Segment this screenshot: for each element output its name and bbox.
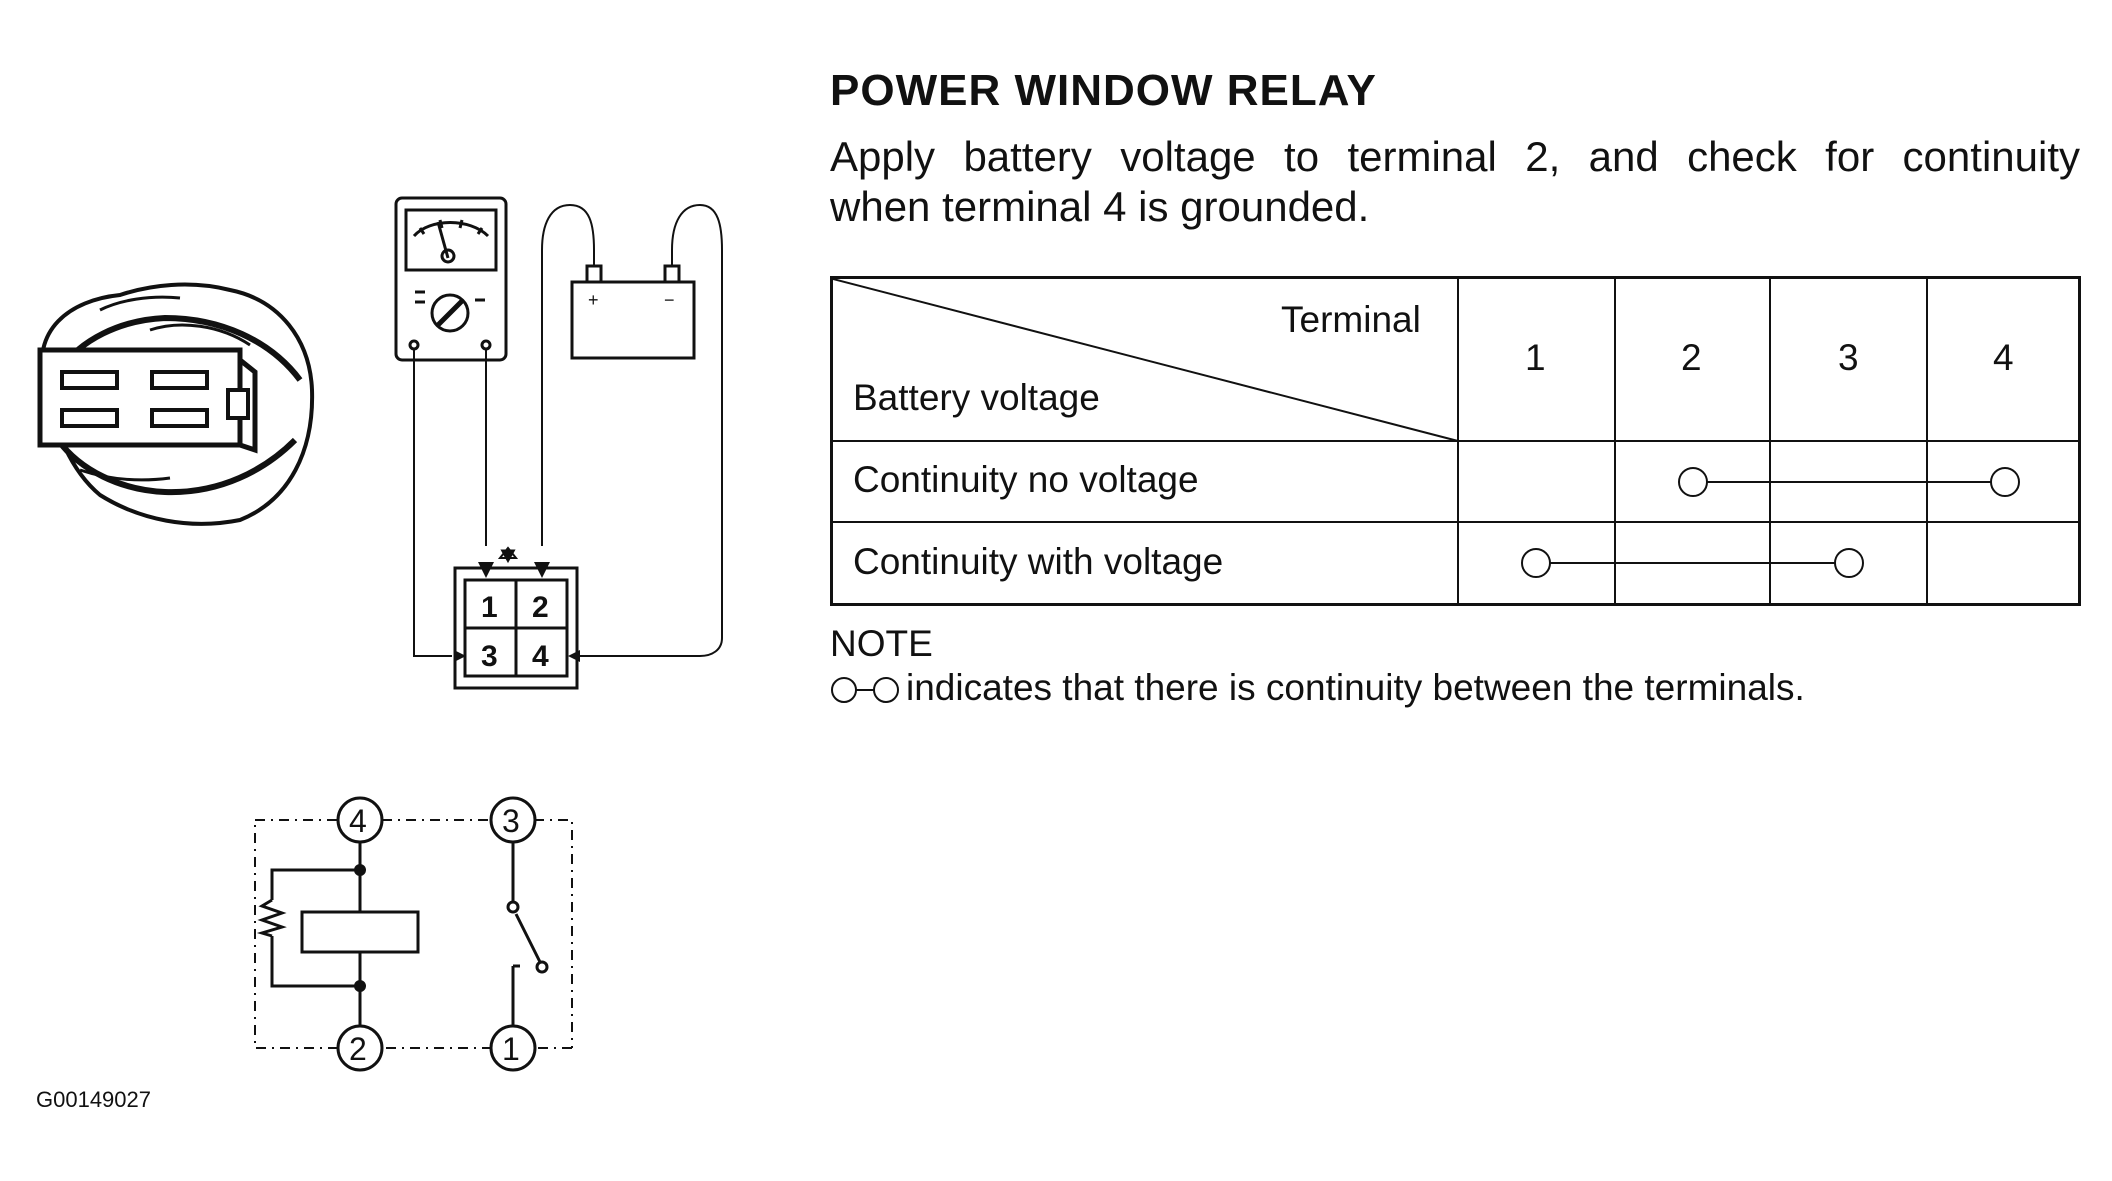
terminal-header-3: 3 [1838, 337, 1859, 378]
schematic-terminal-4: 4 [349, 803, 367, 839]
relay-terminal-1: 1 [481, 591, 498, 624]
battery-plus-label: + [588, 290, 599, 310]
relay-terminal-block [453, 546, 579, 690]
table-grid [833, 279, 2078, 603]
relay-terminal-4: 4 [532, 640, 549, 673]
relay-terminal-2: 2 [532, 591, 549, 624]
schematic-terminal-3: 3 [502, 803, 520, 839]
terminal-header-4: 4 [1993, 337, 2014, 378]
note-heading: NOTE [830, 623, 933, 664]
ohmmeter [394, 196, 508, 362]
test-wiring [413, 203, 723, 657]
continuity-table: Terminal Battery voltage 1 2 3 4 Continu… [830, 276, 2081, 606]
battery-minus-label: − [664, 290, 675, 310]
note-text: indicates that there is continuity betwe… [906, 667, 1805, 708]
terminal-header-2: 2 [1681, 337, 1702, 378]
continuity-node-row-2-terminal-1 [1521, 548, 1551, 578]
continuity-node-row-2-terminal-3 [1834, 548, 1864, 578]
terminal-arrows [454, 562, 580, 662]
relay-terminal-3: 3 [481, 640, 498, 673]
figure-id: G00149027 [36, 1087, 151, 1112]
terminal-header-1: 1 [1525, 337, 1546, 378]
instruction-line-1: Apply battery voltage to terminal 2, and… [830, 133, 2080, 180]
row-label-no-voltage: Continuity no voltage [853, 459, 1199, 500]
continuity-node-row-1-terminal-4 [1990, 467, 2020, 497]
relay-schematic [254, 796, 573, 1072]
instruction-text: Apply battery voltage to terminal 2, and… [830, 132, 2080, 232]
schematic-terminal-1: 1 [502, 1031, 520, 1067]
row-label-with-voltage: Continuity with voltage [853, 541, 1224, 582]
continuity-node-row-1-terminal-2 [1678, 467, 1708, 497]
battery [570, 264, 696, 360]
schematic-terminal-2: 2 [349, 1031, 367, 1067]
instruction-line-2: when terminal 4 is grounded. [830, 183, 1370, 230]
corner-terminal-label: Terminal [1281, 299, 1421, 340]
page-title: POWER WINDOW RELAY [830, 66, 1377, 115]
corner-battery-voltage-label: Battery voltage [853, 377, 1100, 418]
note-text-line: indicates that there is continuity betwe… [830, 666, 1805, 710]
continuity-symbol-icon [831, 677, 899, 703]
relay-pictorial [37, 282, 315, 526]
continuity-links [1521, 467, 2020, 578]
